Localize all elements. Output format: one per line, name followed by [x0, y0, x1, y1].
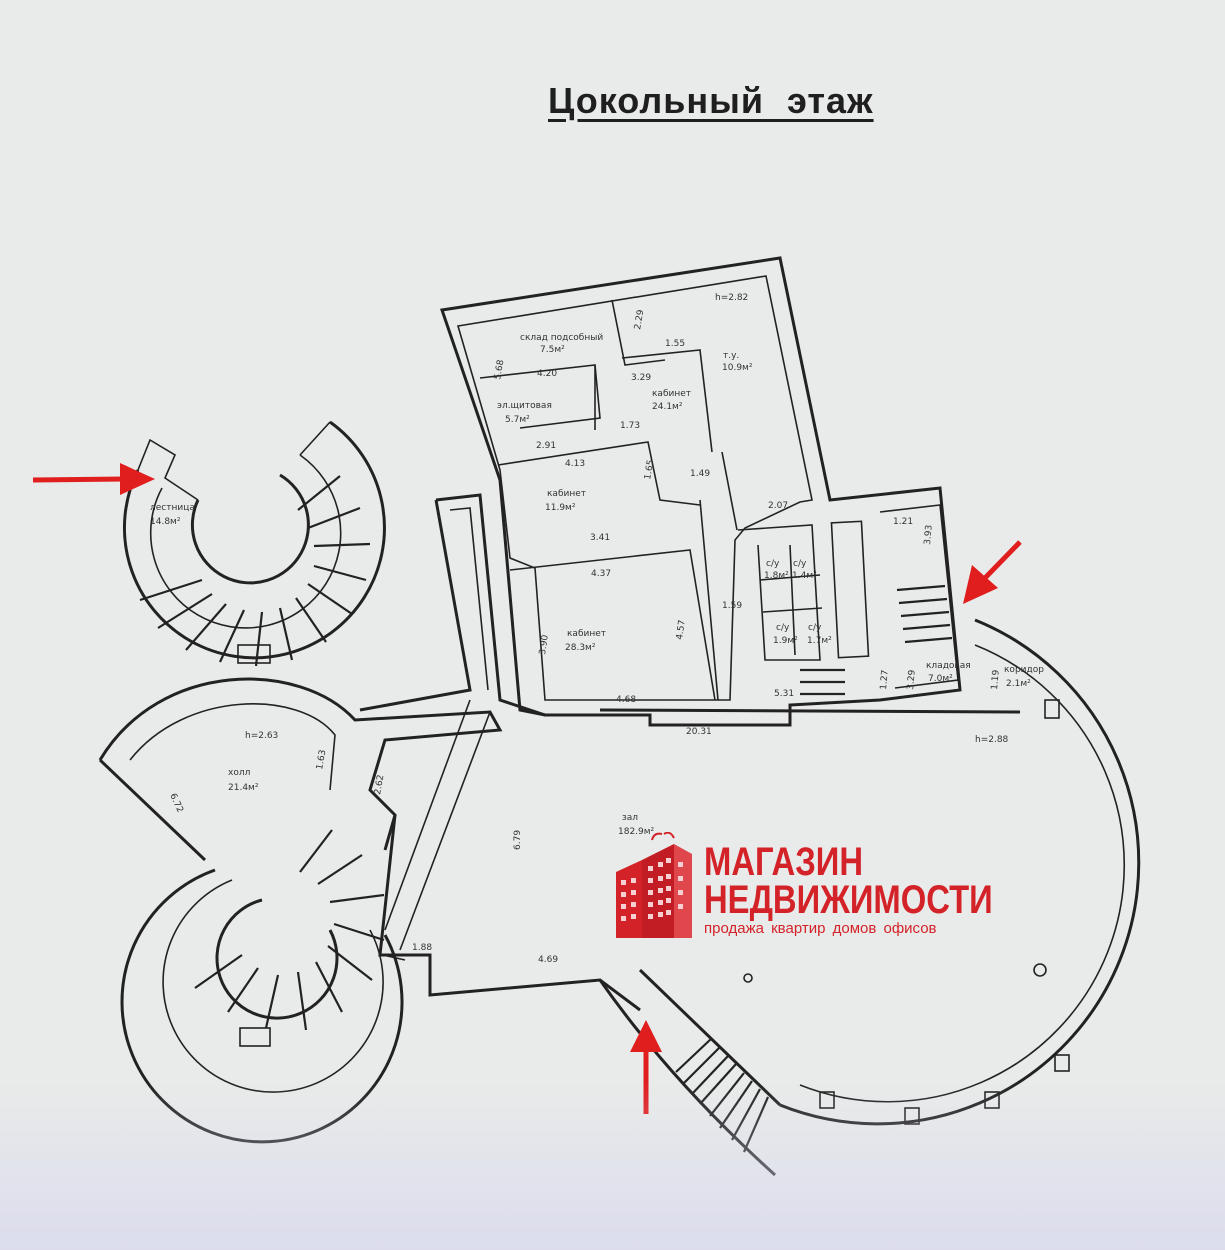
dimension: 2.62: [373, 774, 386, 795]
dimension: 4.69: [538, 955, 558, 965]
room-label: эл.щитовая: [497, 401, 552, 411]
room-area: 11.9м²: [545, 503, 576, 513]
height-label: h=2.88: [975, 735, 1009, 745]
room-area: 5.7м²: [505, 415, 530, 425]
red-arrow-left: [32, 463, 155, 495]
room-area: 1.7м²: [807, 636, 832, 646]
entry-stair: [675, 1037, 770, 1153]
left-corridor-wall: [435, 493, 546, 717]
dimension: 4.57: [675, 619, 688, 640]
dimension: 1.59: [722, 601, 742, 611]
dimension: 1.63: [315, 749, 328, 770]
room-label: коридор: [1004, 665, 1044, 675]
room-label: склад подсобный: [520, 333, 603, 343]
room-area: 7.0м²: [928, 674, 953, 684]
ceiling-heights: h=2.82 h=2.63 h=2.88: [245, 293, 1009, 745]
room-label: кабинет: [547, 489, 586, 499]
red-arrow-right: [963, 540, 1022, 604]
dimension: 1.88: [412, 943, 432, 953]
office-block: [440, 256, 962, 727]
logo-text-line1: МАГАЗИН: [704, 840, 864, 884]
height-label: h=2.63: [245, 731, 278, 741]
dimension: 2.29: [633, 309, 646, 331]
logo-tagline: продажа квартир домов офисов: [704, 920, 937, 937]
entry-steps: [800, 668, 845, 696]
dimension: 3.93: [923, 524, 935, 545]
logo-text-line2: НЕДВИЖИМОСТИ: [704, 878, 993, 922]
red-arrow-bottom: [630, 1020, 662, 1114]
room-area: 28.3м²: [565, 643, 596, 653]
room-label: кладовая: [926, 661, 971, 671]
dimension: 4.20: [537, 369, 557, 379]
dimension: 3.29: [906, 669, 918, 690]
dimension: 5.31: [774, 689, 794, 699]
room-area: 1.4м²: [792, 571, 817, 581]
room-label: т.у.: [723, 351, 739, 361]
room-label: зал: [622, 813, 638, 823]
dimension: 4.13: [565, 459, 585, 469]
room-area: 24.1м²: [652, 402, 683, 412]
dimension: 1.27: [879, 669, 891, 690]
room-label: кабинет: [652, 389, 691, 399]
room-label: холл: [228, 768, 250, 778]
agency-logo: МАГАЗИН НЕДВИЖИМОСТИ продажа квартир дом…: [612, 828, 993, 948]
dimension: 6.79: [513, 830, 523, 850]
room-area: 182.9м²: [618, 827, 655, 837]
room-labels: склад подсобный 7.5м² эл.щитовая 5.7м² к…: [150, 333, 1044, 837]
dimension: 6.72: [167, 792, 185, 814]
dimension: 2.91: [536, 441, 556, 451]
room-label: лестница: [150, 503, 195, 513]
dimension: 3.29: [631, 373, 651, 383]
dimension: 20.31: [686, 727, 712, 737]
dimension: 1.21: [893, 517, 913, 527]
room-label: с/у: [766, 559, 780, 569]
room-label: с/у: [808, 623, 822, 633]
height-label: h=2.82: [715, 293, 748, 303]
dimension: 1.65: [643, 459, 656, 480]
room-area: 7.5м²: [540, 345, 565, 355]
dimension: 1.19: [990, 669, 1002, 690]
hall-block: [98, 677, 641, 1144]
building-icon: [616, 832, 692, 938]
dimension: 4.37: [591, 569, 611, 579]
room-area: 1.8м²: [764, 571, 789, 581]
room-area: 2.1м²: [1006, 679, 1031, 689]
dimension: 3.41: [590, 533, 610, 543]
room-area: 10.9м²: [722, 363, 753, 373]
dimension: 1.49: [690, 469, 710, 479]
dimension: 4.68: [616, 695, 636, 705]
service-stair: [896, 584, 953, 644]
spiral-stair-top: [122, 420, 386, 667]
dimension: 1.55: [665, 339, 685, 349]
room-area: 1.9м²: [773, 636, 798, 646]
room-label: с/у: [793, 559, 807, 569]
plan-title: Цокольный этаж: [548, 80, 874, 121]
dimension: 5.68: [493, 359, 506, 381]
room-label: с/у: [776, 623, 790, 633]
room-area: 14.8м²: [150, 517, 181, 527]
room-label: кабинет: [567, 629, 606, 639]
dimension: 3.90: [538, 634, 551, 656]
dimension: 2.07: [768, 501, 788, 511]
dimension: 1.73: [620, 421, 640, 431]
room-area: 21.4м²: [228, 783, 259, 793]
